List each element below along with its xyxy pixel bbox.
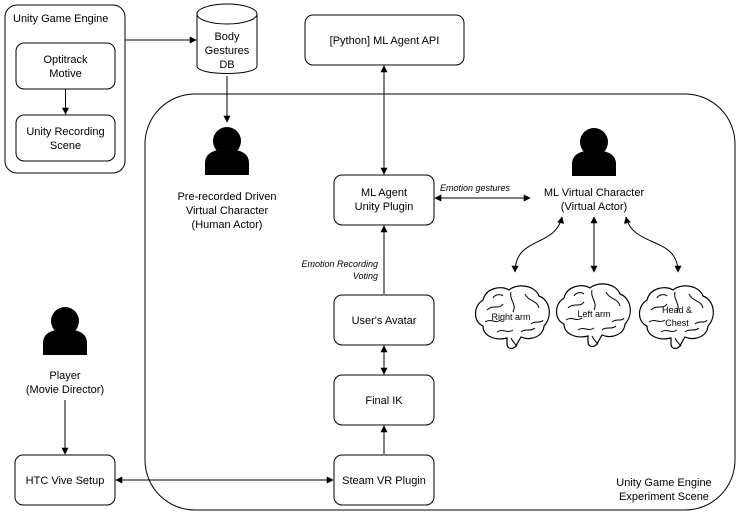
head-chest-label-1: Head & [662, 305, 692, 315]
steam-vr-label: Steam VR Plugin [342, 475, 426, 487]
final-ik-label: Final IK [365, 395, 403, 407]
prerecorded-label-2: Virtual Character [186, 205, 269, 217]
body-gestures-db: Body Gestures DB [196, 3, 258, 74]
prerecorded-label-1: Pre-recorded Driven [177, 191, 276, 203]
right-arm-label: Right arm [491, 312, 530, 322]
character-to-right-arm-arrow [511, 216, 565, 273]
db-label-2: Gestures [205, 45, 250, 57]
optitrack-label-2: Motive [49, 68, 81, 80]
emotion-gestures-label: Emotion gestures [440, 183, 511, 193]
ml-plugin-label-1: ML Agent [361, 187, 407, 199]
steam-vr-plugin-box [333, 454, 435, 506]
ml-agent-api-box [304, 14, 465, 66]
player-label-1: Player [49, 370, 81, 382]
users-avatar-label: User's Avatar [352, 315, 417, 327]
emotion-voting-label-2: Voting [353, 271, 378, 281]
character-to-head-arrow [623, 216, 682, 273]
experiment-scene-container [144, 93, 736, 511]
htc-vive-label: HTC Vive Setup [26, 475, 105, 487]
ml-agent-plugin-box [333, 174, 435, 226]
db-label-1: Body [214, 31, 240, 43]
recording-scene-label-1: Unity Recording [26, 126, 104, 138]
ml-plugin-label-2: Unity Plugin [355, 201, 414, 213]
recording-scene-label-2: Scene [50, 140, 81, 152]
ml-agent-api-label: [Python] ML Agent API [330, 35, 440, 47]
unity-engine-title: Unity Game Engine [13, 13, 108, 25]
prerecorded-label-3: (Human Actor) [192, 219, 263, 231]
ml-character-label-1: ML Virtual Character [544, 187, 645, 199]
final-ik-box [333, 374, 435, 426]
unity-game-engine-group: Unity Game Engine Optitrack Motive Unity… [4, 4, 126, 174]
users-avatar-box [333, 294, 435, 346]
experiment-label-2: Experiment Scene [619, 491, 709, 503]
left-arm-label: Left arm [577, 309, 610, 319]
head-chest-label-2: Chest [665, 318, 689, 328]
optitrack-label-1: Optitrack [43, 54, 88, 66]
player-person-icon [43, 307, 87, 355]
recording-scene-box [15, 114, 116, 162]
optitrack-box [15, 42, 116, 90]
db-label-3: DB [219, 59, 234, 71]
ml-character-label-2: (Virtual Actor) [561, 201, 627, 213]
player-label-2: (Movie Director) [26, 384, 104, 396]
htc-vive-box [14, 454, 116, 506]
experiment-label-1: Unity Game Engine [616, 477, 711, 489]
emotion-voting-label-1: Emotion Recording [301, 259, 378, 269]
